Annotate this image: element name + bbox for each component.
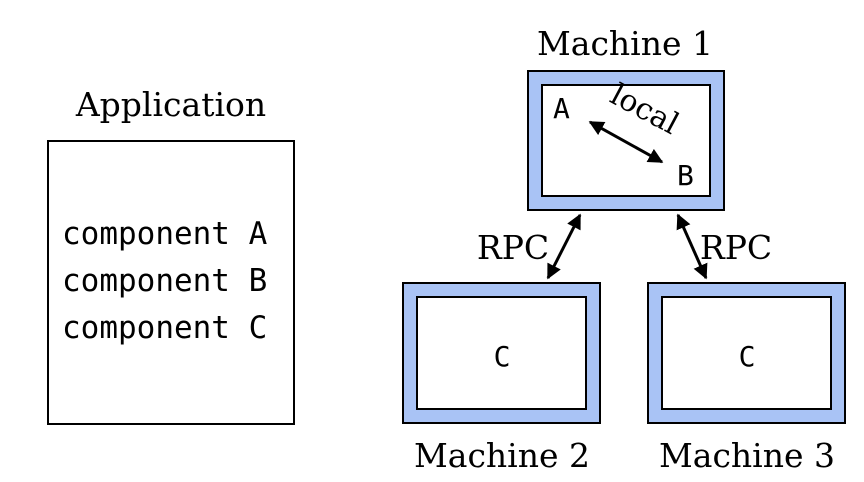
machine-1-label-a: A [553, 92, 570, 125]
machine-3-inner [661, 296, 832, 410]
application-title: Application [75, 85, 266, 124]
rpc-label-left: RPC [477, 228, 549, 267]
local-arrow [588, 120, 664, 164]
rpc-arrow-left [546, 213, 582, 280]
component-b-label: component B [62, 263, 267, 299]
machine-3-title: Machine 3 [659, 436, 835, 475]
application-box [47, 140, 295, 425]
machine-2-title: Machine 2 [414, 436, 590, 475]
machine-1-title: Machine 1 [537, 24, 713, 63]
machine-2-inner [416, 296, 587, 410]
machine-1-label-b: B [677, 159, 694, 192]
machine-2-label-c: C [494, 340, 511, 373]
rpc-arrow-right [676, 213, 708, 280]
machine-3-label-c: C [739, 340, 756, 373]
rpc-label-right: RPC [700, 228, 772, 267]
component-a-label: component A [62, 216, 268, 252]
component-c-label: component C [62, 310, 267, 346]
